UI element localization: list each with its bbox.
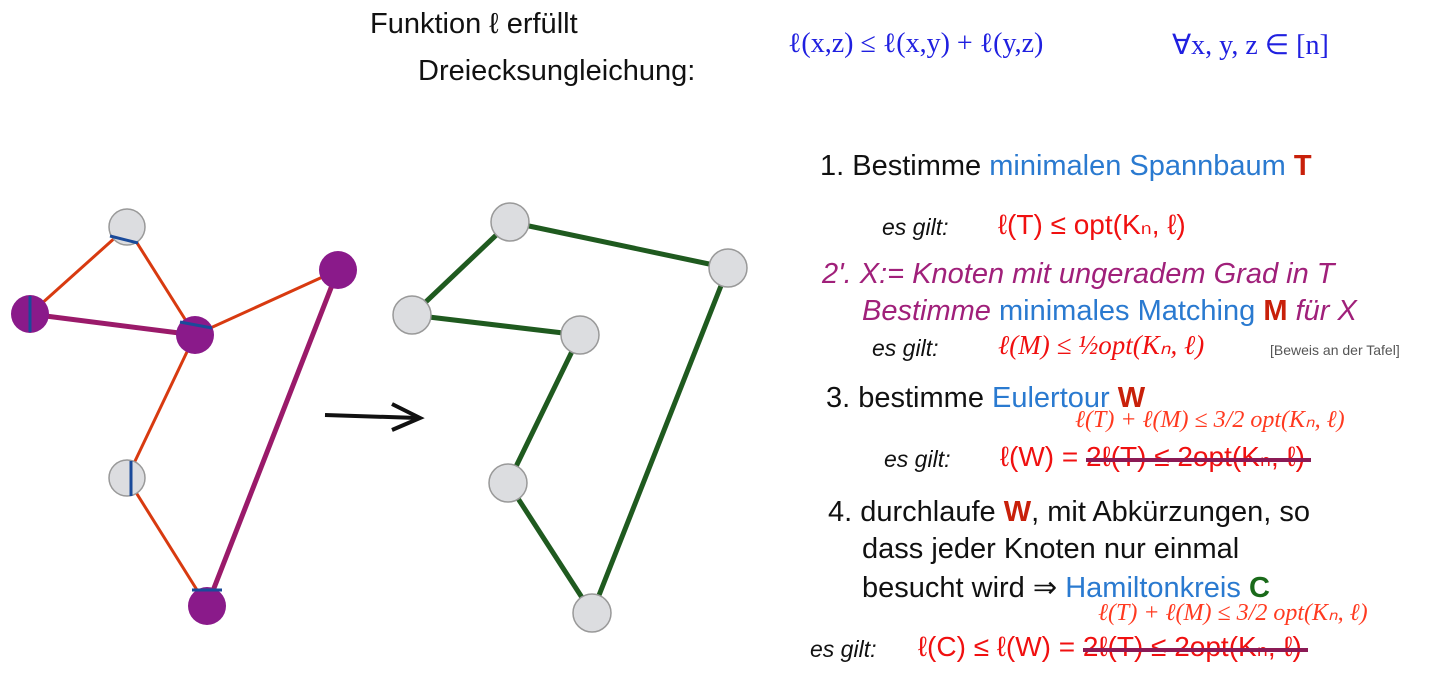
node xyxy=(572,593,612,633)
formula-text: ℓ(C) ≤ ℓ(W) = xyxy=(918,631,1083,662)
node xyxy=(488,463,528,503)
right-graph xyxy=(392,202,748,633)
step-text: 1. Bestimme xyxy=(820,150,990,182)
cut-mark xyxy=(109,234,139,245)
step-3: 3. bestimme Eulertour W xyxy=(826,382,1145,415)
header-line1: Funktion ℓ erfüllt xyxy=(370,8,578,40)
step-2-formula: ℓ(M) ≤ ½opt(Kₙ, ℓ) xyxy=(998,330,1205,360)
step-term: minimales Matching xyxy=(998,295,1264,327)
var-m: M xyxy=(1263,295,1288,327)
step-3-annotation: ℓ(T) + ℓ(M) ≤ 3/2 opt(Kₙ, ℓ) xyxy=(1075,407,1345,433)
node xyxy=(560,315,600,355)
var-c: C xyxy=(1248,572,1270,604)
step-text: für X xyxy=(1287,295,1357,327)
step-text: 4. durchlaufe xyxy=(828,496,1004,528)
es-gilt: es gilt: xyxy=(882,214,949,240)
triangle-inequality: ℓ(x,z) ≤ ℓ(x,y) + ℓ(y,z) xyxy=(788,28,1044,59)
tree-edge xyxy=(28,225,129,316)
node xyxy=(108,208,146,246)
quantifier: ∀x, y, z ∈ [n] xyxy=(1172,30,1329,61)
var-t: T xyxy=(1293,150,1312,182)
matching-edge xyxy=(29,311,196,338)
step-1-formula: ℓ(T) ≤ opt(Kₙ, ℓ) xyxy=(998,209,1186,240)
tree-edge xyxy=(125,334,197,479)
step-4-formula: ℓ(C) ≤ ℓ(W) = 2ℓ(T) ≤ 2opt(Kₙ, ℓ) xyxy=(918,630,1302,663)
es-gilt: es gilt: xyxy=(872,335,939,361)
step-text: besucht wird ⇒ xyxy=(862,572,1066,604)
step-text: 3. bestimme xyxy=(826,382,992,414)
var-w: W xyxy=(1117,382,1146,414)
step-2-line1: 2'. X:= Knoten mit ungeradem Grad in T xyxy=(822,258,1335,290)
matching-edge xyxy=(204,269,341,607)
odd-node xyxy=(319,251,357,289)
header-line2: Dreiecksungleichung: xyxy=(418,55,696,87)
proof-note: [Beweis an der Tafel] xyxy=(1270,342,1400,358)
tree-edge xyxy=(125,226,197,336)
step-term: Eulertour xyxy=(992,382,1118,414)
tour-edge xyxy=(410,220,512,317)
step-4-line1: 4. durchlaufe W, mit Abkürzungen, so xyxy=(828,496,1310,529)
step-1: 1. Bestimme minimalen Spannbaum T xyxy=(820,150,1312,183)
es-gilt: es gilt: xyxy=(884,446,951,472)
tour-edge xyxy=(411,312,581,338)
step-term: Hamiltonkreis xyxy=(1065,572,1249,604)
step-text: , mit Abkürzungen, so xyxy=(1031,496,1310,528)
step-term: minimalen Spannbaum xyxy=(989,150,1294,182)
struck-formula: 2ℓ(T) ≤ 2opt(Kₙ, ℓ) xyxy=(1082,631,1302,662)
node xyxy=(108,459,146,497)
tour-edge xyxy=(505,481,595,615)
es-gilt: es gilt: xyxy=(810,636,877,662)
step-4-line2: dass jeder Knoten nur einmal xyxy=(862,533,1240,565)
step-4-annotation: ℓ(T) + ℓ(M) ≤ 3/2 opt(Kₙ, ℓ) xyxy=(1098,600,1368,626)
tour-edge xyxy=(509,219,729,271)
node xyxy=(490,202,530,242)
tour-edge xyxy=(505,333,583,485)
tour-edge xyxy=(589,267,731,614)
arrow-icon xyxy=(324,402,425,432)
cut-mark xyxy=(179,320,213,330)
tree-edge xyxy=(194,268,339,337)
odd-node xyxy=(188,587,226,625)
var-w: W xyxy=(1003,496,1032,528)
node xyxy=(392,295,432,335)
struck-formula: 2ℓ(T) ≤ 2opt(Kₙ, ℓ) xyxy=(1086,441,1305,472)
left-graph xyxy=(11,208,357,625)
step-2-line2: Bestimme minimales Matching M für X xyxy=(862,295,1357,328)
step-3-formula: ℓ(W) = 2ℓ(T) ≤ 2opt(Kₙ, ℓ) xyxy=(1000,440,1305,473)
step-4-line3: besucht wird ⇒ Hamiltonkreis C xyxy=(862,570,1270,605)
tree-edge xyxy=(125,477,209,607)
node xyxy=(708,248,748,288)
formula-text: ℓ(W) = xyxy=(1000,441,1087,472)
step-text: Bestimme xyxy=(862,295,999,327)
